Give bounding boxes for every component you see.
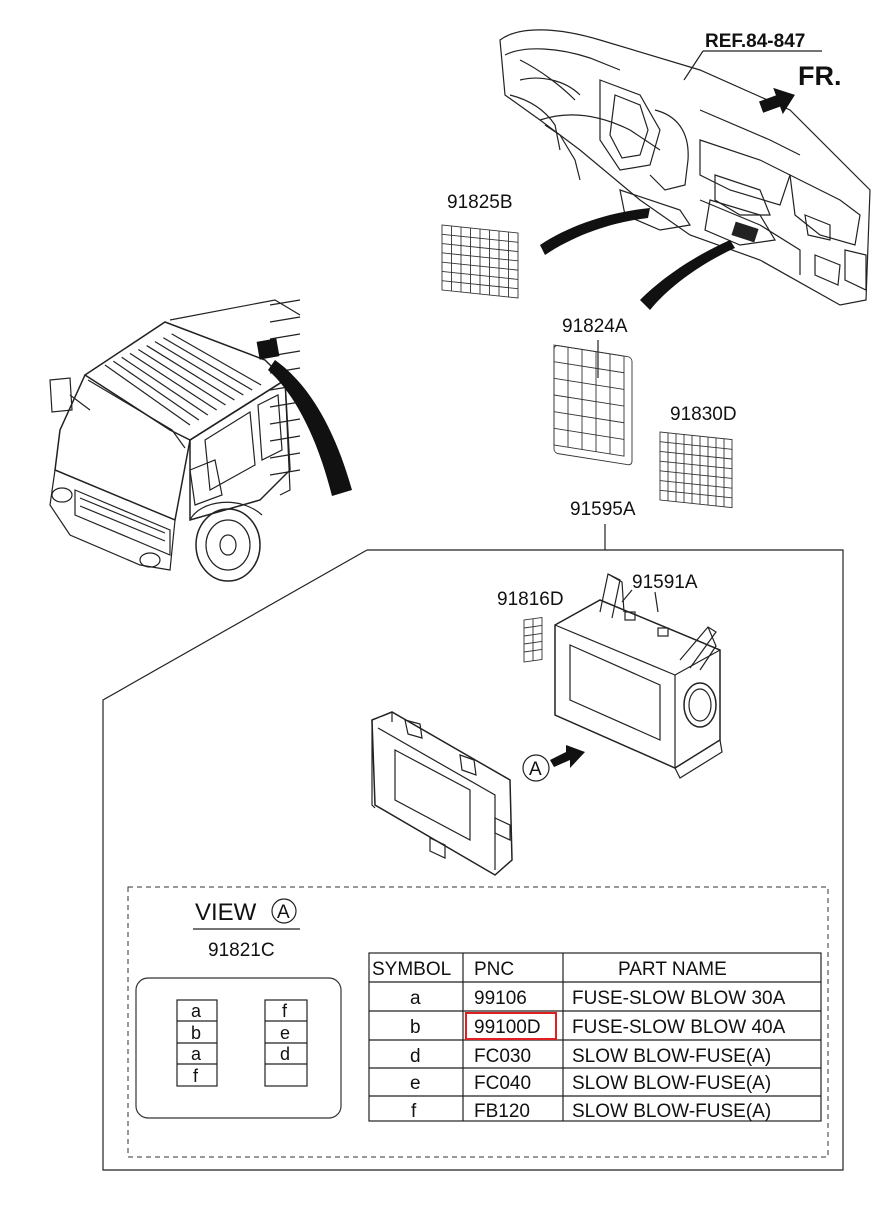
detail-frame: 91595A xyxy=(102,499,844,1171)
parts-table: SYMBOL PNC PART NAME a 99106 FUSE-SLOW B… xyxy=(368,952,822,1122)
table-row: f FB120 SLOW BLOW-FUSE(A) xyxy=(411,1101,771,1122)
pointer-to-dashboard-left xyxy=(540,208,650,255)
fuse-label-sheet-91825b xyxy=(441,224,519,299)
fuse-slot-left-2: b xyxy=(191,1023,201,1043)
part-label-91830d: 91830D xyxy=(670,404,737,425)
highlight-box-99100d xyxy=(465,1012,557,1040)
part-91824a: 91824A xyxy=(553,316,633,466)
row-pnc: FB120 xyxy=(474,1101,530,1122)
table-row: d FC030 SLOW BLOW-FUSE(A) xyxy=(410,1046,771,1067)
part-91816d: 91816D xyxy=(497,589,564,663)
part-label-91595a: 91595A xyxy=(570,499,636,520)
table-row: b 99100D FUSE-SLOW BLOW 40A xyxy=(410,1017,786,1038)
table-row: e FC040 SLOW BLOW-FUSE(A) xyxy=(410,1073,771,1094)
fuse-slot-right-3: d xyxy=(280,1044,290,1064)
fuse-box-module xyxy=(371,711,513,876)
pointer-to-dashboard-right xyxy=(640,240,735,310)
ref-callout: REF.84-847 xyxy=(683,31,822,81)
part-91830d: 91830D xyxy=(659,404,737,509)
part-label-91824a: 91824A xyxy=(562,316,628,337)
row-symbol: f xyxy=(411,1101,417,1122)
fuse-slot-column-left: a b a f xyxy=(176,999,218,1087)
view-a-arrow: A xyxy=(522,745,585,782)
table-header-pnc: PNC xyxy=(474,959,514,980)
row-part-name: SLOW BLOW-FUSE(A) xyxy=(572,1101,771,1122)
front-arrow-icon xyxy=(759,87,795,115)
fuse-box-housing-91591a xyxy=(554,573,723,779)
table-header-part-name: PART NAME xyxy=(618,959,727,980)
row-pnc: 99106 xyxy=(474,988,527,1009)
row-pnc: FC030 xyxy=(474,1046,531,1067)
fuse-slot-left-1: a xyxy=(191,1001,202,1021)
row-part-name: SLOW BLOW-FUSE(A) xyxy=(572,1073,771,1094)
view-a-arrow-icon xyxy=(550,745,585,768)
row-symbol: a xyxy=(410,988,421,1009)
fuse-slot-right-2: e xyxy=(280,1023,290,1043)
row-symbol: b xyxy=(410,1017,421,1038)
dashboard-panel-drawing xyxy=(499,29,871,306)
row-part-name: FUSE-SLOW BLOW 40A xyxy=(572,1017,786,1038)
row-pnc: FC040 xyxy=(474,1073,531,1094)
front-direction-indicator: FR. xyxy=(759,61,842,115)
view-title-circle-label: A xyxy=(277,902,290,923)
view-title: VIEW xyxy=(195,899,257,926)
row-part-name: FUSE-SLOW BLOW 30A xyxy=(572,988,786,1009)
part-label-91816d: 91816D xyxy=(497,589,564,610)
fuse-slot-right-1: f xyxy=(282,1001,288,1021)
part-91825b: 91825B xyxy=(441,192,519,299)
table-row: a 99106 FUSE-SLOW BLOW 30A xyxy=(410,988,786,1009)
part-label-91825b: 91825B xyxy=(447,192,513,213)
row-symbol: e xyxy=(410,1073,421,1094)
view-a-section: VIEW A 91821C a b a f f e d xyxy=(127,886,829,1158)
row-pnc: 99100D xyxy=(474,1017,541,1038)
truck-drawing xyxy=(49,299,301,582)
row-part-name: SLOW BLOW-FUSE(A) xyxy=(572,1046,771,1067)
row-symbol: d xyxy=(410,1046,421,1067)
pointer-truck-to-part xyxy=(268,360,352,496)
fuse-label-sheet-91830d xyxy=(659,431,733,509)
fuse-cover-grid-91824a xyxy=(553,344,633,466)
part-label-91591a: 91591A xyxy=(632,572,698,593)
part-label-91821c: 91821C xyxy=(208,940,275,961)
part-91591a: 91591A xyxy=(554,572,723,779)
fuse-slot-left-4: f xyxy=(193,1066,199,1086)
fr-label: FR. xyxy=(798,61,842,91)
view-a-circle-label: A xyxy=(529,759,542,780)
ref-label: REF.84-847 xyxy=(705,31,805,52)
fuse-slot-left-3: a xyxy=(191,1044,202,1064)
fuse-slot-column-right: f e d xyxy=(264,999,308,1087)
table-header-symbol: SYMBOL xyxy=(372,959,451,980)
